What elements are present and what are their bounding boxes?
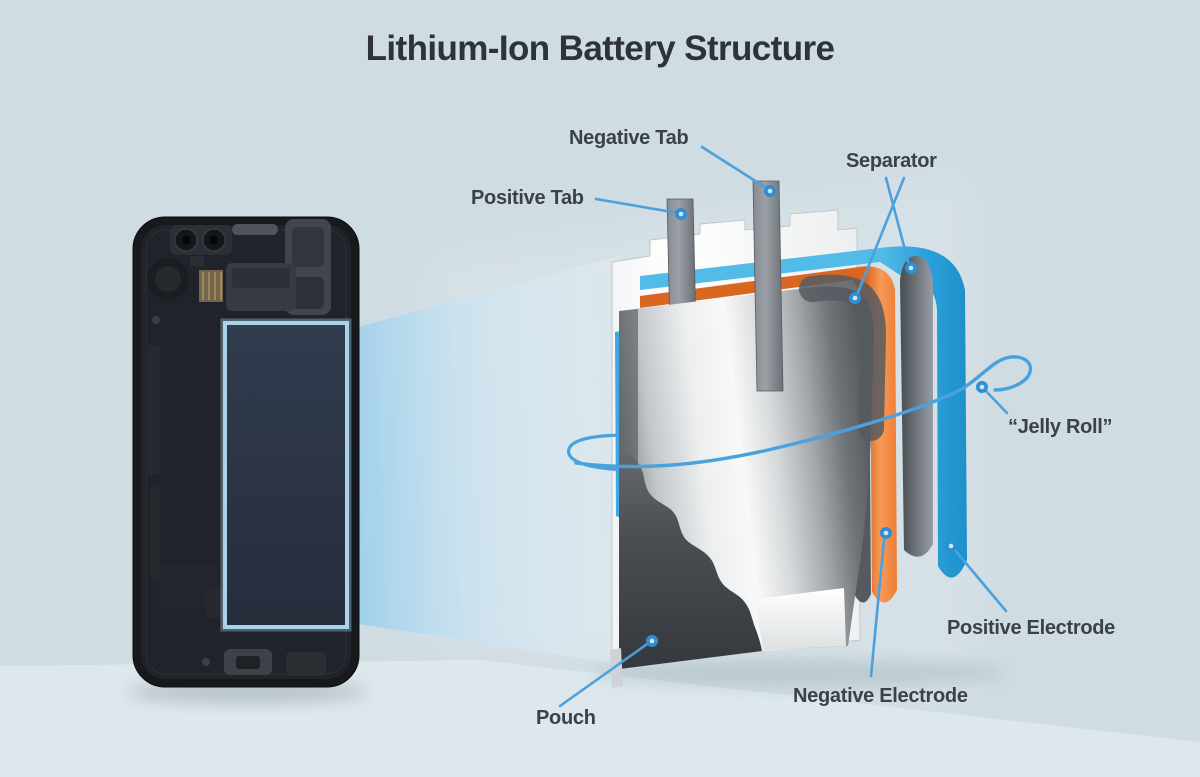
gold-connector-pins (202, 272, 222, 300)
front-sheet-corner-shading (799, 274, 887, 441)
front-sheet-left-shading (619, 309, 638, 462)
label-positive-electrode: Positive Electrode (947, 617, 1115, 639)
callout-dot-separator-front (849, 292, 861, 304)
jelly-roll-leader (982, 387, 1009, 415)
callout-dot-positive-tab (675, 208, 687, 220)
label-positive-tab: Positive Tab (471, 187, 584, 209)
separator-leader-2 (855, 176, 906, 297)
pouch-bottom-visible (755, 588, 846, 650)
screw-2 (202, 658, 210, 666)
label-jelly-roll: “Jelly Roll” (1008, 416, 1113, 438)
label-negative-electrode: Negative Electrode (793, 685, 968, 707)
label-separator: Separator (846, 150, 937, 172)
speaker-module (286, 652, 326, 676)
camera-lens-inner-right (209, 235, 219, 245)
callout-dot-separator-rear (905, 262, 917, 274)
pouch-leader (558, 640, 652, 708)
callout-dot-pouch (646, 635, 658, 647)
phone (132, 216, 360, 688)
negative-tab-leader (700, 145, 770, 191)
battery-stack (567, 180, 1033, 688)
callout-dot-negative-tab (764, 185, 776, 197)
callout-dot-negative-electrode (880, 527, 892, 539)
jelly-roll-loop-front (574, 355, 1033, 469)
pouch-bottom-edge (610, 648, 623, 688)
label-pouch: Pouch (536, 707, 596, 729)
pcb-module-top (232, 268, 290, 288)
negative-electrode-leader (869, 538, 886, 678)
usb-port-inner (236, 656, 260, 669)
projection-beam (351, 256, 619, 664)
positive-electrode-leader (952, 547, 1008, 613)
label-negative-tab: Negative Tab (569, 127, 689, 149)
front-sheet-drape (619, 447, 762, 669)
vibration-motor-inner (155, 266, 181, 292)
sim-tray-lower (292, 277, 324, 309)
antenna-strip-1 (148, 345, 160, 475)
callouts (558, 145, 1009, 708)
small-component (190, 256, 204, 266)
separator-leader-1 (884, 176, 911, 267)
antenna-strip-2 (150, 485, 160, 580)
top-connector-pill (232, 224, 278, 235)
callout-dots (646, 185, 988, 647)
callout-dot-positive-electrode (945, 540, 957, 552)
screw-1 (152, 316, 160, 324)
battery-shadow (595, 659, 1005, 687)
page-title: Lithium-Ion Battery Structure (365, 29, 835, 68)
battery-highlight (223, 321, 349, 629)
callout-dot-jelly-roll (976, 381, 988, 393)
camera-lens-inner-left (181, 235, 191, 245)
positive-tab-leader (594, 197, 680, 215)
lower-module-1 (160, 565, 218, 607)
sim-tray-upper (292, 227, 324, 267)
negative-tab (752, 180, 784, 392)
